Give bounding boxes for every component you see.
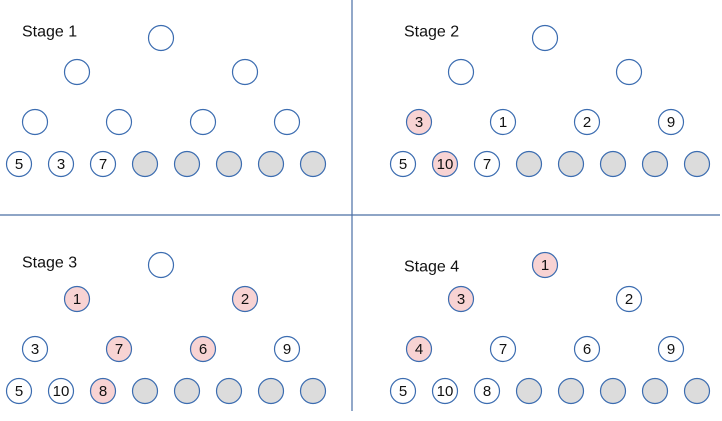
tree-node — [63, 285, 91, 313]
empty-leaf-node — [173, 150, 201, 178]
tree-node — [5, 150, 33, 178]
empty-leaf-node — [299, 150, 327, 178]
node-label: 5 — [399, 383, 407, 400]
empty-leaf-node — [641, 377, 669, 405]
tree-node — [273, 335, 301, 363]
node-label: 10 — [437, 383, 454, 400]
tree-node — [447, 58, 475, 86]
node-label: 10 — [437, 156, 454, 173]
tree-node — [573, 335, 601, 363]
stage-panel: Stage 2 3 1 2 9 5 10 7 — [389, 24, 711, 178]
empty-leaf-node — [599, 377, 627, 405]
empty-leaf-node — [131, 150, 159, 178]
node-label: 7 — [499, 341, 507, 358]
tree-node — [189, 108, 217, 136]
node-label: 1 — [73, 291, 81, 308]
tree-node — [389, 150, 417, 178]
tree-node — [489, 335, 517, 363]
node-label: 7 — [99, 156, 107, 173]
node-label: 2 — [625, 291, 633, 308]
empty-leaf-node — [257, 150, 285, 178]
tree-node — [147, 24, 175, 52]
tree-node — [47, 150, 75, 178]
node-label: 4 — [415, 341, 423, 358]
node-label: 1 — [499, 114, 507, 131]
empty-leaf-node — [515, 377, 543, 405]
node-label: 3 — [31, 341, 39, 358]
node-label: 1 — [541, 257, 549, 274]
tree-node — [657, 108, 685, 136]
tree-node — [89, 150, 117, 178]
node-label: 5 — [15, 156, 23, 173]
node-label: 7 — [483, 156, 491, 173]
empty-leaf-node — [515, 150, 543, 178]
tree-node — [431, 150, 459, 178]
tree-node — [531, 24, 559, 52]
tree-node — [389, 377, 417, 405]
stage-title: Stage 1 — [22, 24, 77, 41]
empty-leaf-node — [299, 377, 327, 405]
tree-node — [489, 108, 517, 136]
empty-leaf-node — [173, 377, 201, 405]
tree-node — [447, 285, 475, 313]
node-label: 2 — [583, 114, 591, 131]
empty-leaf-node — [215, 150, 243, 178]
tree-node — [5, 377, 33, 405]
tree-node — [63, 58, 91, 86]
node-label: 3 — [57, 156, 65, 173]
tree-node — [531, 251, 559, 279]
tree-node — [473, 377, 501, 405]
node-label: 7 — [115, 341, 123, 358]
tree-node — [21, 335, 49, 363]
empty-leaf-node — [557, 377, 585, 405]
empty-leaf-node — [641, 150, 669, 178]
empty-leaf-node — [557, 150, 585, 178]
tree-node — [231, 285, 259, 313]
node-label: 2 — [241, 291, 249, 308]
node-label: 5 — [399, 156, 407, 173]
tree-node — [405, 335, 433, 363]
node-label: 6 — [583, 341, 591, 358]
tree-node — [105, 108, 133, 136]
stage-title: Stage 2 — [404, 24, 459, 41]
tree-node — [47, 377, 75, 405]
tree-node — [657, 335, 685, 363]
empty-leaf-node — [131, 377, 159, 405]
stage-title: Stage 3 — [22, 255, 77, 272]
empty-leaf-node — [257, 377, 285, 405]
tree-node — [573, 108, 601, 136]
node-label: 8 — [99, 383, 107, 400]
node-label: 8 — [483, 383, 491, 400]
tree-node — [615, 285, 643, 313]
tree-node — [473, 150, 501, 178]
tree-node — [105, 335, 133, 363]
tree-node — [273, 108, 301, 136]
empty-leaf-node — [599, 150, 627, 178]
stage-panel: Stage 3 1 2 3 7 6 9 5 10 8 — [5, 251, 327, 405]
tree-node — [89, 377, 117, 405]
tree-node — [189, 335, 217, 363]
node-label: 3 — [457, 291, 465, 308]
node-label: 5 — [15, 383, 23, 400]
tree-node — [431, 377, 459, 405]
stage-title: Stage 4 — [404, 259, 459, 276]
node-label: 9 — [667, 114, 675, 131]
empty-leaf-node — [683, 377, 711, 405]
empty-leaf-node — [683, 150, 711, 178]
tree-node — [147, 251, 175, 279]
node-label: 6 — [199, 341, 207, 358]
node-label: 10 — [53, 383, 70, 400]
stage-panel: Stage 1 5 3 7 — [5, 24, 327, 178]
tree-node — [231, 58, 259, 86]
tree-node — [21, 108, 49, 136]
empty-leaf-node — [215, 377, 243, 405]
node-label: 3 — [415, 114, 423, 131]
stage-panel: Stage 4 1 3 2 4 7 6 9 5 10 8 — [389, 251, 711, 405]
node-label: 9 — [667, 341, 675, 358]
tree-node — [405, 108, 433, 136]
node-label: 9 — [283, 341, 291, 358]
tree-node — [615, 58, 643, 86]
